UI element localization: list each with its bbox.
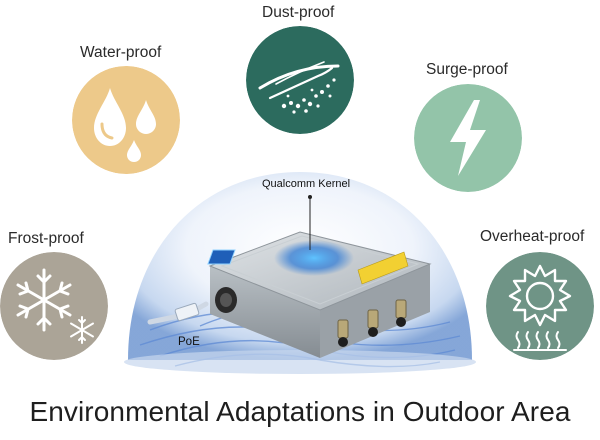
surge-proof-label: Surge-proof — [426, 61, 508, 78]
frost-proof-label: Frost-proof — [8, 230, 84, 247]
water-proof-badge — [72, 66, 180, 174]
poe-label: PoE — [178, 336, 200, 348]
outdoor-router-device — [207, 231, 432, 358]
chip-glow — [274, 240, 354, 276]
lightning-bolt-icon — [414, 84, 522, 192]
surge-proof-badge — [414, 84, 522, 192]
qualcomm-chip — [207, 249, 236, 265]
dust-proof-label: Dust-proof — [262, 4, 335, 21]
dust-proof-badge — [246, 26, 354, 134]
qualcomm-kernel-label: Qualcomm Kernel — [262, 178, 351, 190]
water-proof-label: Water-proof — [80, 44, 162, 61]
overheat-proof-badge — [486, 252, 594, 360]
sun-heat-icon — [486, 252, 594, 360]
rj45-connector — [174, 302, 200, 322]
frost-proof-badge — [0, 252, 108, 360]
page-caption: Environmental Adaptations in Outdoor Are… — [29, 396, 571, 427]
wind-dust-icon — [246, 26, 354, 134]
warning-sticker — [357, 251, 409, 285]
water-drops-icon — [72, 66, 180, 174]
snowflake-icon — [0, 252, 108, 360]
overheat-proof-label: Overheat-proof — [480, 228, 585, 245]
